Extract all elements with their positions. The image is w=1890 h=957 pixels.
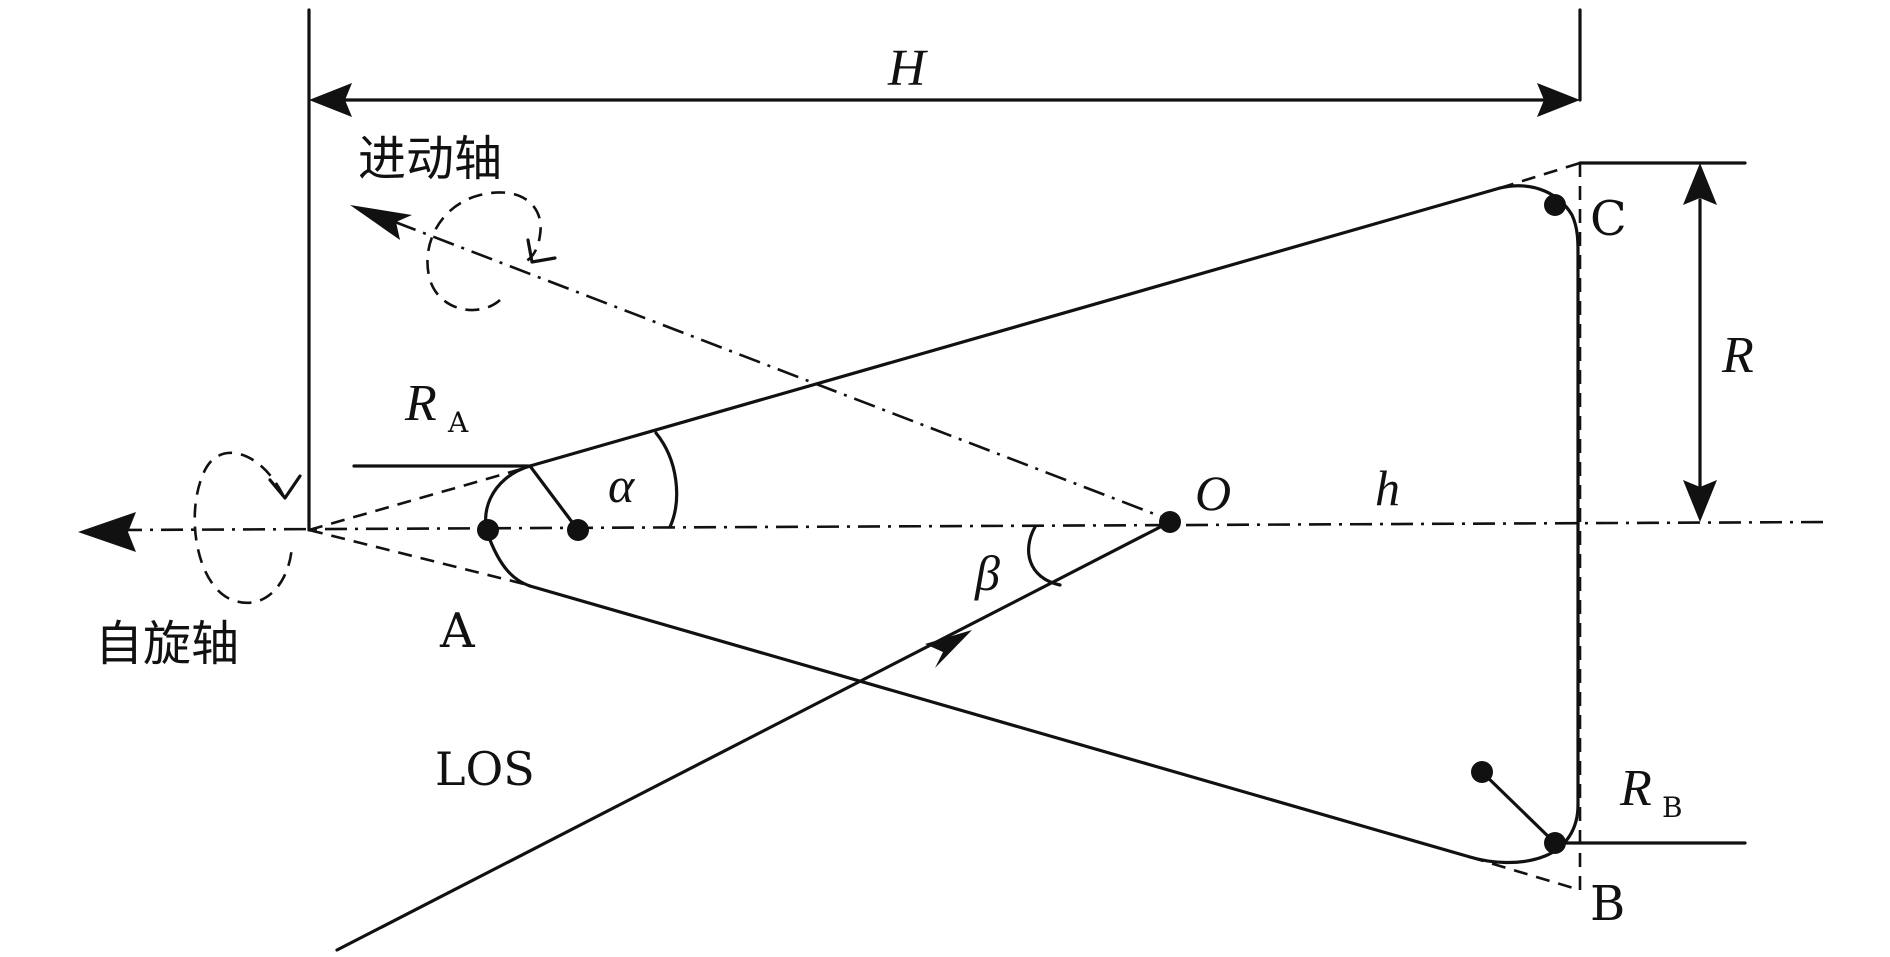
shoulder-C-extension-dashed: [1499, 161, 1581, 190]
beta-angle-arc: [1027, 525, 1062, 587]
H-label: H: [887, 40, 928, 97]
spin-axis-arrowhead: [78, 512, 136, 552]
LOS-label: LOS: [435, 742, 535, 796]
point-O: [1159, 511, 1181, 533]
alpha-label: α: [608, 457, 636, 513]
LOS-line: [335, 520, 1172, 952]
shoulder-B-extension-dashed: [1469, 855, 1581, 892]
beta-label: β: [974, 545, 1000, 601]
point-C-scatter-center: [1544, 194, 1566, 216]
R_A-label-main: R: [404, 375, 437, 432]
R_A-label-sub: A: [447, 406, 469, 439]
precession-axis-label: 进动轴: [358, 131, 502, 187]
symmetry-axis-line: [119, 520, 1831, 532]
R_B-radius-line: [1480, 770, 1557, 845]
precession-axis-arrowhead: [350, 205, 412, 240]
H-dimension: [309, 83, 1580, 117]
R_B-center-point: [1471, 761, 1493, 783]
spin-axis-label: 自旋轴: [95, 616, 239, 672]
R_B-label-sub: B: [1662, 791, 1683, 824]
LOS-arrowhead: [925, 630, 972, 668]
nose-center-point: [567, 519, 589, 541]
spin-rotation-ellipse: [193, 451, 294, 605]
precession-axis-line: [394, 220, 1171, 522]
spin-rotation-arrowhead: [268, 474, 302, 500]
R-dimension: [1683, 163, 1717, 522]
precession-rotation-ellipse: [426, 191, 542, 312]
R_A-radius-line: [528, 464, 580, 532]
cone-body: [484, 184, 1580, 865]
precession-rotation-arrowhead: [526, 238, 557, 264]
O-label: O: [1195, 465, 1231, 521]
alpha-angle-arc: [654, 431, 679, 529]
R-label: R: [1721, 327, 1754, 384]
point-C-label: C: [1590, 191, 1627, 247]
virtual-apex-top-dashed: [308, 464, 533, 532]
point-A-label: A: [439, 603, 476, 659]
R_B-label-main: R: [1619, 760, 1652, 817]
point-B-label: B: [1590, 876, 1625, 932]
virtual-apex-bottom-dashed: [308, 528, 533, 588]
point-B-scatter-center: [1544, 832, 1566, 854]
nose-tip-point: [477, 519, 499, 541]
h-label: h: [1375, 460, 1400, 516]
